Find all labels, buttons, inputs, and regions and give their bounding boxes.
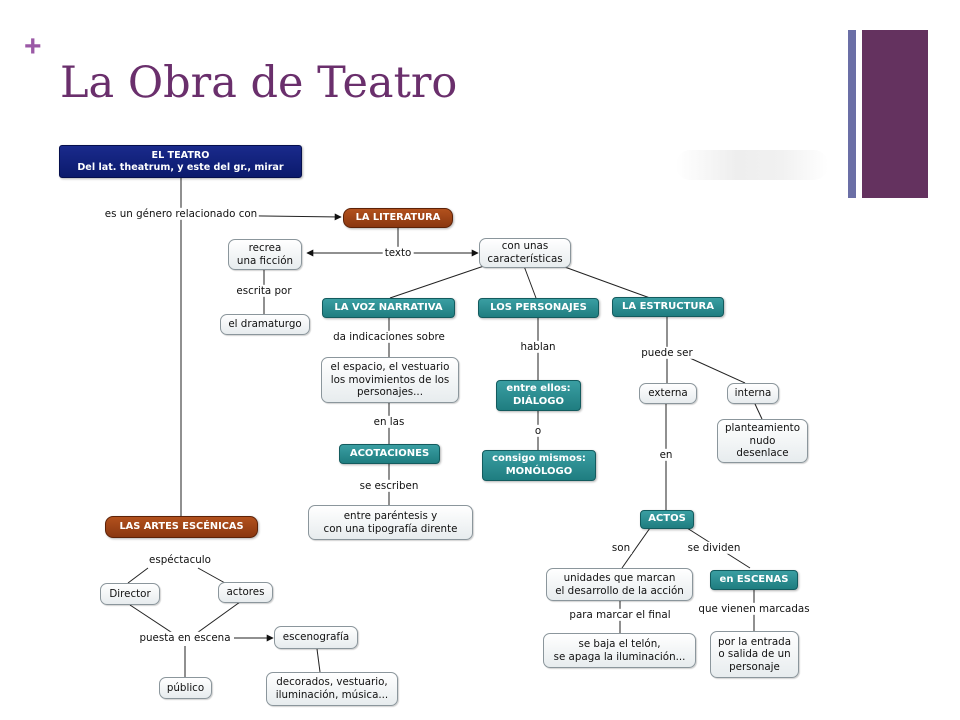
link-label-puesta-en-escena: puesta en escena xyxy=(137,631,233,645)
node-acotaciones: ACOTACIONES xyxy=(339,444,440,464)
link-label-se-escriben: se escriben xyxy=(357,479,421,493)
node-espacio-vestuario: el espacio, el vestuario los movimientos… xyxy=(321,357,459,403)
node-el-teatro: EL TEATRO Del lat. theatrum, y este del … xyxy=(59,145,302,178)
node-en-escenas: en ESCENAS xyxy=(710,570,798,590)
node-dramaturgo: el dramaturgo xyxy=(220,314,310,335)
link-label-son: son xyxy=(609,541,633,555)
node-la-literatura: LA LITERATURA xyxy=(343,208,453,228)
node-voz-narrativa: LA VOZ NARRATIVA xyxy=(322,298,455,318)
node-monologo: consigo mismos: MONÓLOGO xyxy=(482,450,596,481)
link-label-se-dividen: se dividen xyxy=(685,541,743,555)
node-entre-parentesis: entre paréntesis y con una tipografía di… xyxy=(308,505,473,540)
node-planteamiento: planteamiento nudo desenlace xyxy=(717,419,808,463)
node-unidades: unidades que marcan el desarrollo de la … xyxy=(546,568,693,601)
link-label-para-marcar: para marcar el final xyxy=(567,608,673,622)
node-interna: interna xyxy=(727,383,779,404)
node-recrea-ficcion: recrea una ficción xyxy=(228,239,302,270)
node-se-baja-telon: se baja el telón, se apaga la iluminació… xyxy=(543,633,696,668)
background-smudge xyxy=(676,150,828,180)
node-publico: público xyxy=(159,677,212,699)
link-label-indicaciones: da indicaciones sobre xyxy=(331,330,447,344)
link-label-texto: texto xyxy=(382,246,414,260)
link-label-genero: es un género relacionado con xyxy=(102,207,260,221)
link-label-o: o xyxy=(532,424,544,438)
node-los-personajes: LOS PERSONAJES xyxy=(478,298,599,318)
link-label-espectaculo: espéctaculo xyxy=(147,553,213,567)
link-label-vienen-marcadas: que vienen marcadas xyxy=(696,602,812,616)
node-artes-escenicas: LAS ARTES ESCÉNICAS xyxy=(105,516,258,538)
slide-title: La Obra de Teatro xyxy=(60,58,458,108)
node-actores: actores xyxy=(218,582,273,603)
node-entrada-salida: por la entrada o salida de un personaje xyxy=(710,631,799,678)
link-label-en-las: en las xyxy=(371,415,407,429)
link-label-escrita-por: escrita por xyxy=(234,284,294,298)
node-dialogo: entre ellos: DIÁLOGO xyxy=(496,380,581,411)
link-label-en: en xyxy=(657,448,675,462)
node-actos: ACTOS xyxy=(640,510,694,529)
node-externa: externa xyxy=(639,383,697,404)
accent-bar-wide xyxy=(862,30,928,198)
plus-bullet-icon: + xyxy=(24,30,42,63)
link-label-hablan: hablan xyxy=(518,340,558,354)
node-caracteristicas: con unas características xyxy=(479,238,571,268)
accent-bar-thin xyxy=(848,30,856,198)
node-la-estructura: LA ESTRUCTURA xyxy=(612,297,724,317)
node-escenografia: escenografía xyxy=(274,626,358,649)
node-director: Director xyxy=(100,583,160,605)
link-label-puede-ser: puede ser xyxy=(639,346,695,360)
node-decorados: decorados, vestuario, iluminación, músic… xyxy=(266,672,398,706)
